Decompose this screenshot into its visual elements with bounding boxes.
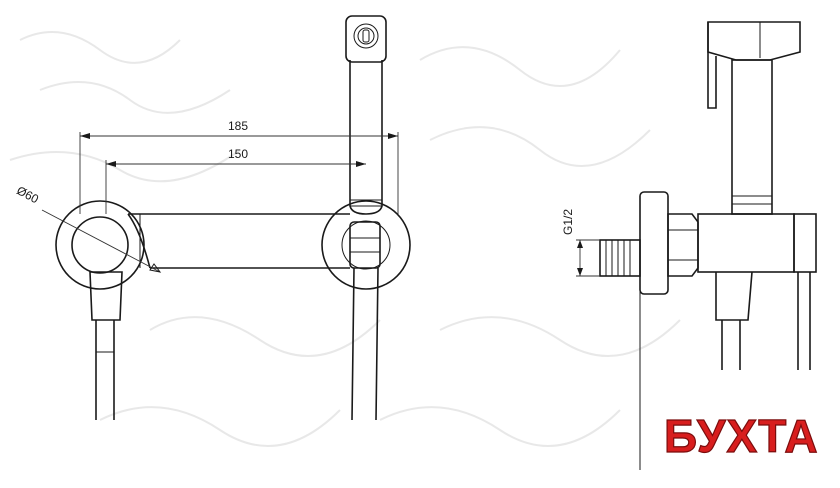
dim-label-150: 150	[228, 147, 248, 161]
valve-body	[127, 213, 350, 269]
logo-text: БУХТА	[664, 410, 819, 462]
right-flange-inner	[341, 220, 391, 270]
side-lever	[715, 271, 753, 321]
side-neck	[731, 59, 773, 215]
thread-label: G1/2	[561, 209, 575, 235]
hose	[351, 267, 379, 421]
dim-label-185: 185	[228, 119, 248, 133]
lever-handle	[89, 271, 123, 321]
diameter-label: Ø60	[14, 183, 41, 206]
diameter-leader	[41, 209, 161, 273]
holder-clamp	[349, 221, 381, 269]
shower-head	[345, 15, 387, 63]
front-view: Ø60 185 150	[14, 15, 411, 421]
spray-nozzle	[353, 23, 379, 49]
side-shower-head	[707, 21, 801, 61]
brand-logo: БУХТА	[663, 409, 819, 462]
shower-handle	[349, 60, 383, 215]
side-flange	[639, 191, 669, 295]
side-view: G1/2	[561, 21, 817, 470]
side-trigger	[707, 22, 717, 109]
side-holder	[793, 213, 817, 273]
side-body	[697, 213, 795, 273]
left-flange-inner	[71, 216, 129, 274]
right-flange-outer	[321, 200, 411, 290]
background-watermark	[9, 31, 681, 447]
hex-nut	[667, 213, 699, 277]
left-flange-outer	[55, 200, 145, 290]
